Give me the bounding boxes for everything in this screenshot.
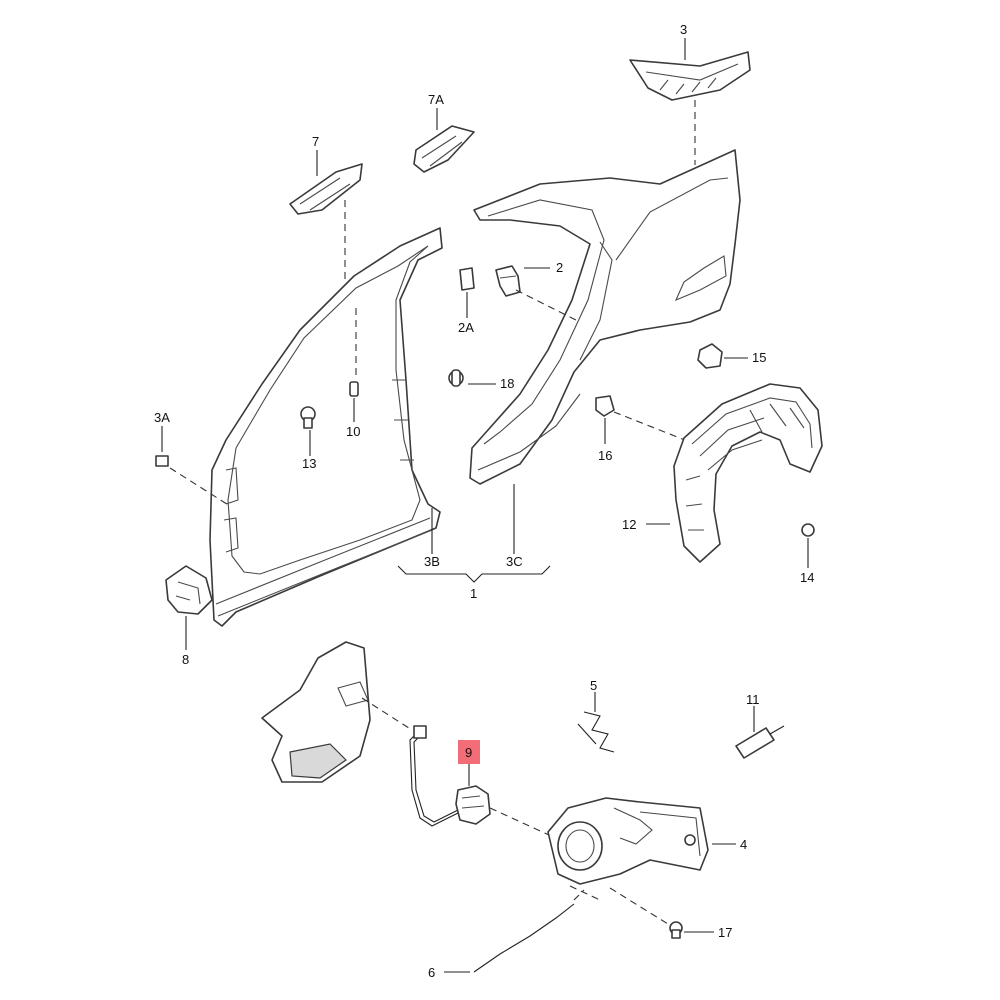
label-4: 4	[740, 837, 747, 852]
part-7-bracket	[289, 163, 363, 215]
leader-filler-dash	[361, 697, 413, 731]
group-bracket-1	[397, 565, 551, 583]
label-11: 11	[746, 692, 760, 707]
label-2: 2	[556, 260, 563, 275]
label-14: 14	[800, 570, 814, 585]
label-16: 16	[598, 448, 612, 463]
leader-17-dash	[609, 887, 669, 925]
part-14-screw	[801, 523, 815, 537]
label-1: 1	[470, 586, 477, 601]
label-10: 10	[346, 424, 360, 439]
part-17-screw	[669, 921, 683, 939]
part-1-side-panel-front	[209, 227, 443, 627]
part-11-grease-tube	[735, 725, 785, 759]
label-17: 17	[718, 925, 732, 940]
part-2-bracket	[495, 265, 521, 297]
label-5: 5	[590, 678, 597, 693]
leader-6-dash	[573, 889, 585, 901]
part-12-wheelhouse-liner	[673, 383, 823, 563]
part-18-bolt	[448, 369, 464, 387]
part-6-cable	[473, 903, 575, 973]
highlight-9	[458, 740, 480, 764]
label-7: 7	[312, 134, 319, 149]
part-4-fuel-door	[547, 797, 709, 885]
leader-4-dash	[569, 885, 601, 901]
label-3c: 3C	[506, 554, 523, 569]
part-2a-bracket	[459, 267, 475, 291]
label-7a: 7A	[428, 92, 444, 107]
part-10-pin	[349, 381, 359, 397]
label-8: 8	[182, 652, 189, 667]
label-2a: 2A	[458, 320, 474, 335]
fuel-filler-housing-section	[261, 641, 371, 783]
label-3b: 3B	[424, 554, 440, 569]
part-5-spring	[577, 711, 615, 753]
label-3a: 3A	[154, 410, 170, 425]
part-1-side-panel-rear	[469, 149, 741, 485]
label-12: 12	[622, 517, 636, 532]
wiring-harness	[409, 725, 463, 827]
label-3: 3	[680, 22, 687, 37]
label-15: 15	[752, 350, 766, 365]
part-16-clip	[595, 395, 615, 417]
label-6: 6	[428, 965, 435, 980]
part-13-clip	[300, 406, 316, 429]
part-3-reinforcement	[629, 51, 751, 101]
part-8-bracket	[165, 565, 213, 615]
part-15-clip	[697, 343, 723, 369]
label-13: 13	[302, 456, 316, 471]
part-7a-bracket	[413, 125, 475, 173]
part-3a-clip	[155, 455, 169, 467]
label-18: 18	[500, 376, 514, 391]
part-9-actuator	[455, 785, 491, 825]
label-9: 9	[465, 745, 472, 760]
